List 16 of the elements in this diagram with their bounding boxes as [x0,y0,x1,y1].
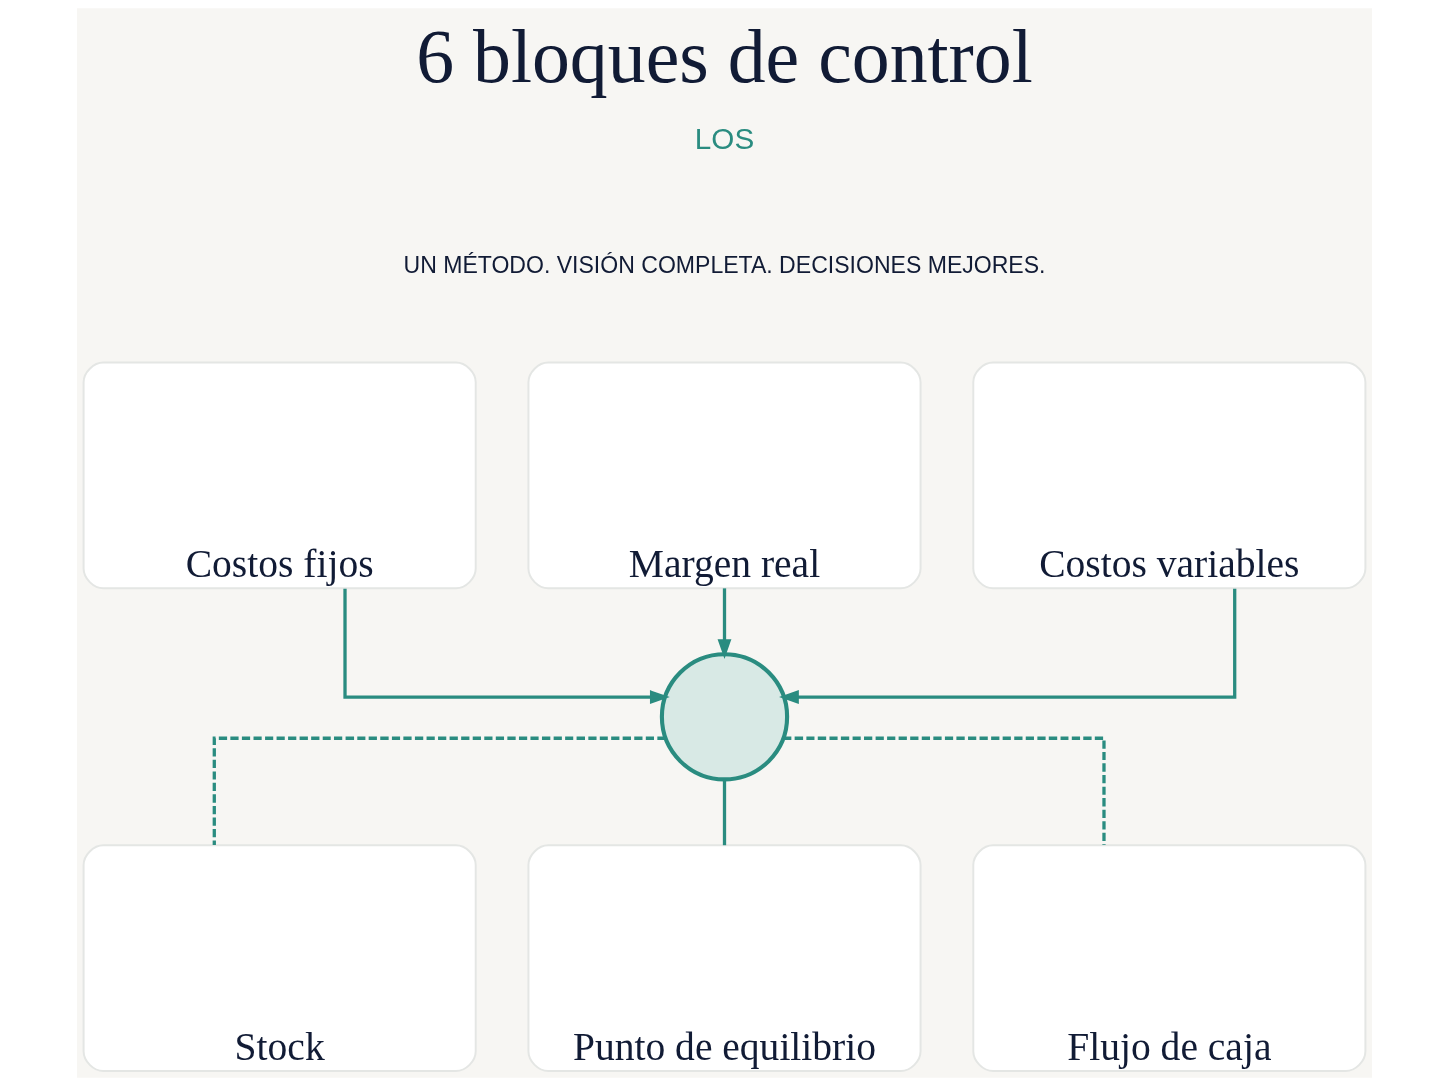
node-circle [659,652,789,782]
connector [722,779,726,846]
label: UN MÉTODO. VISIÓN COMPLETA. DECISIONES MEJORES. [403,252,1045,279]
arrow [778,588,1236,704]
connector [212,736,665,845]
node-box: Stock [82,844,477,1073]
arrow [342,588,670,704]
node-box: Flujo de caja [971,844,1366,1073]
node-box: Punto de equilibrio [526,844,922,1073]
label: LOS [694,122,754,156]
node-box: Costos fijos [82,361,477,590]
node-box: Costos variables [971,361,1366,590]
connector [782,736,1106,845]
node-box: Margen real [526,361,922,590]
arrow [717,588,731,659]
diagram-title: 6 bloques de control [415,14,1033,99]
